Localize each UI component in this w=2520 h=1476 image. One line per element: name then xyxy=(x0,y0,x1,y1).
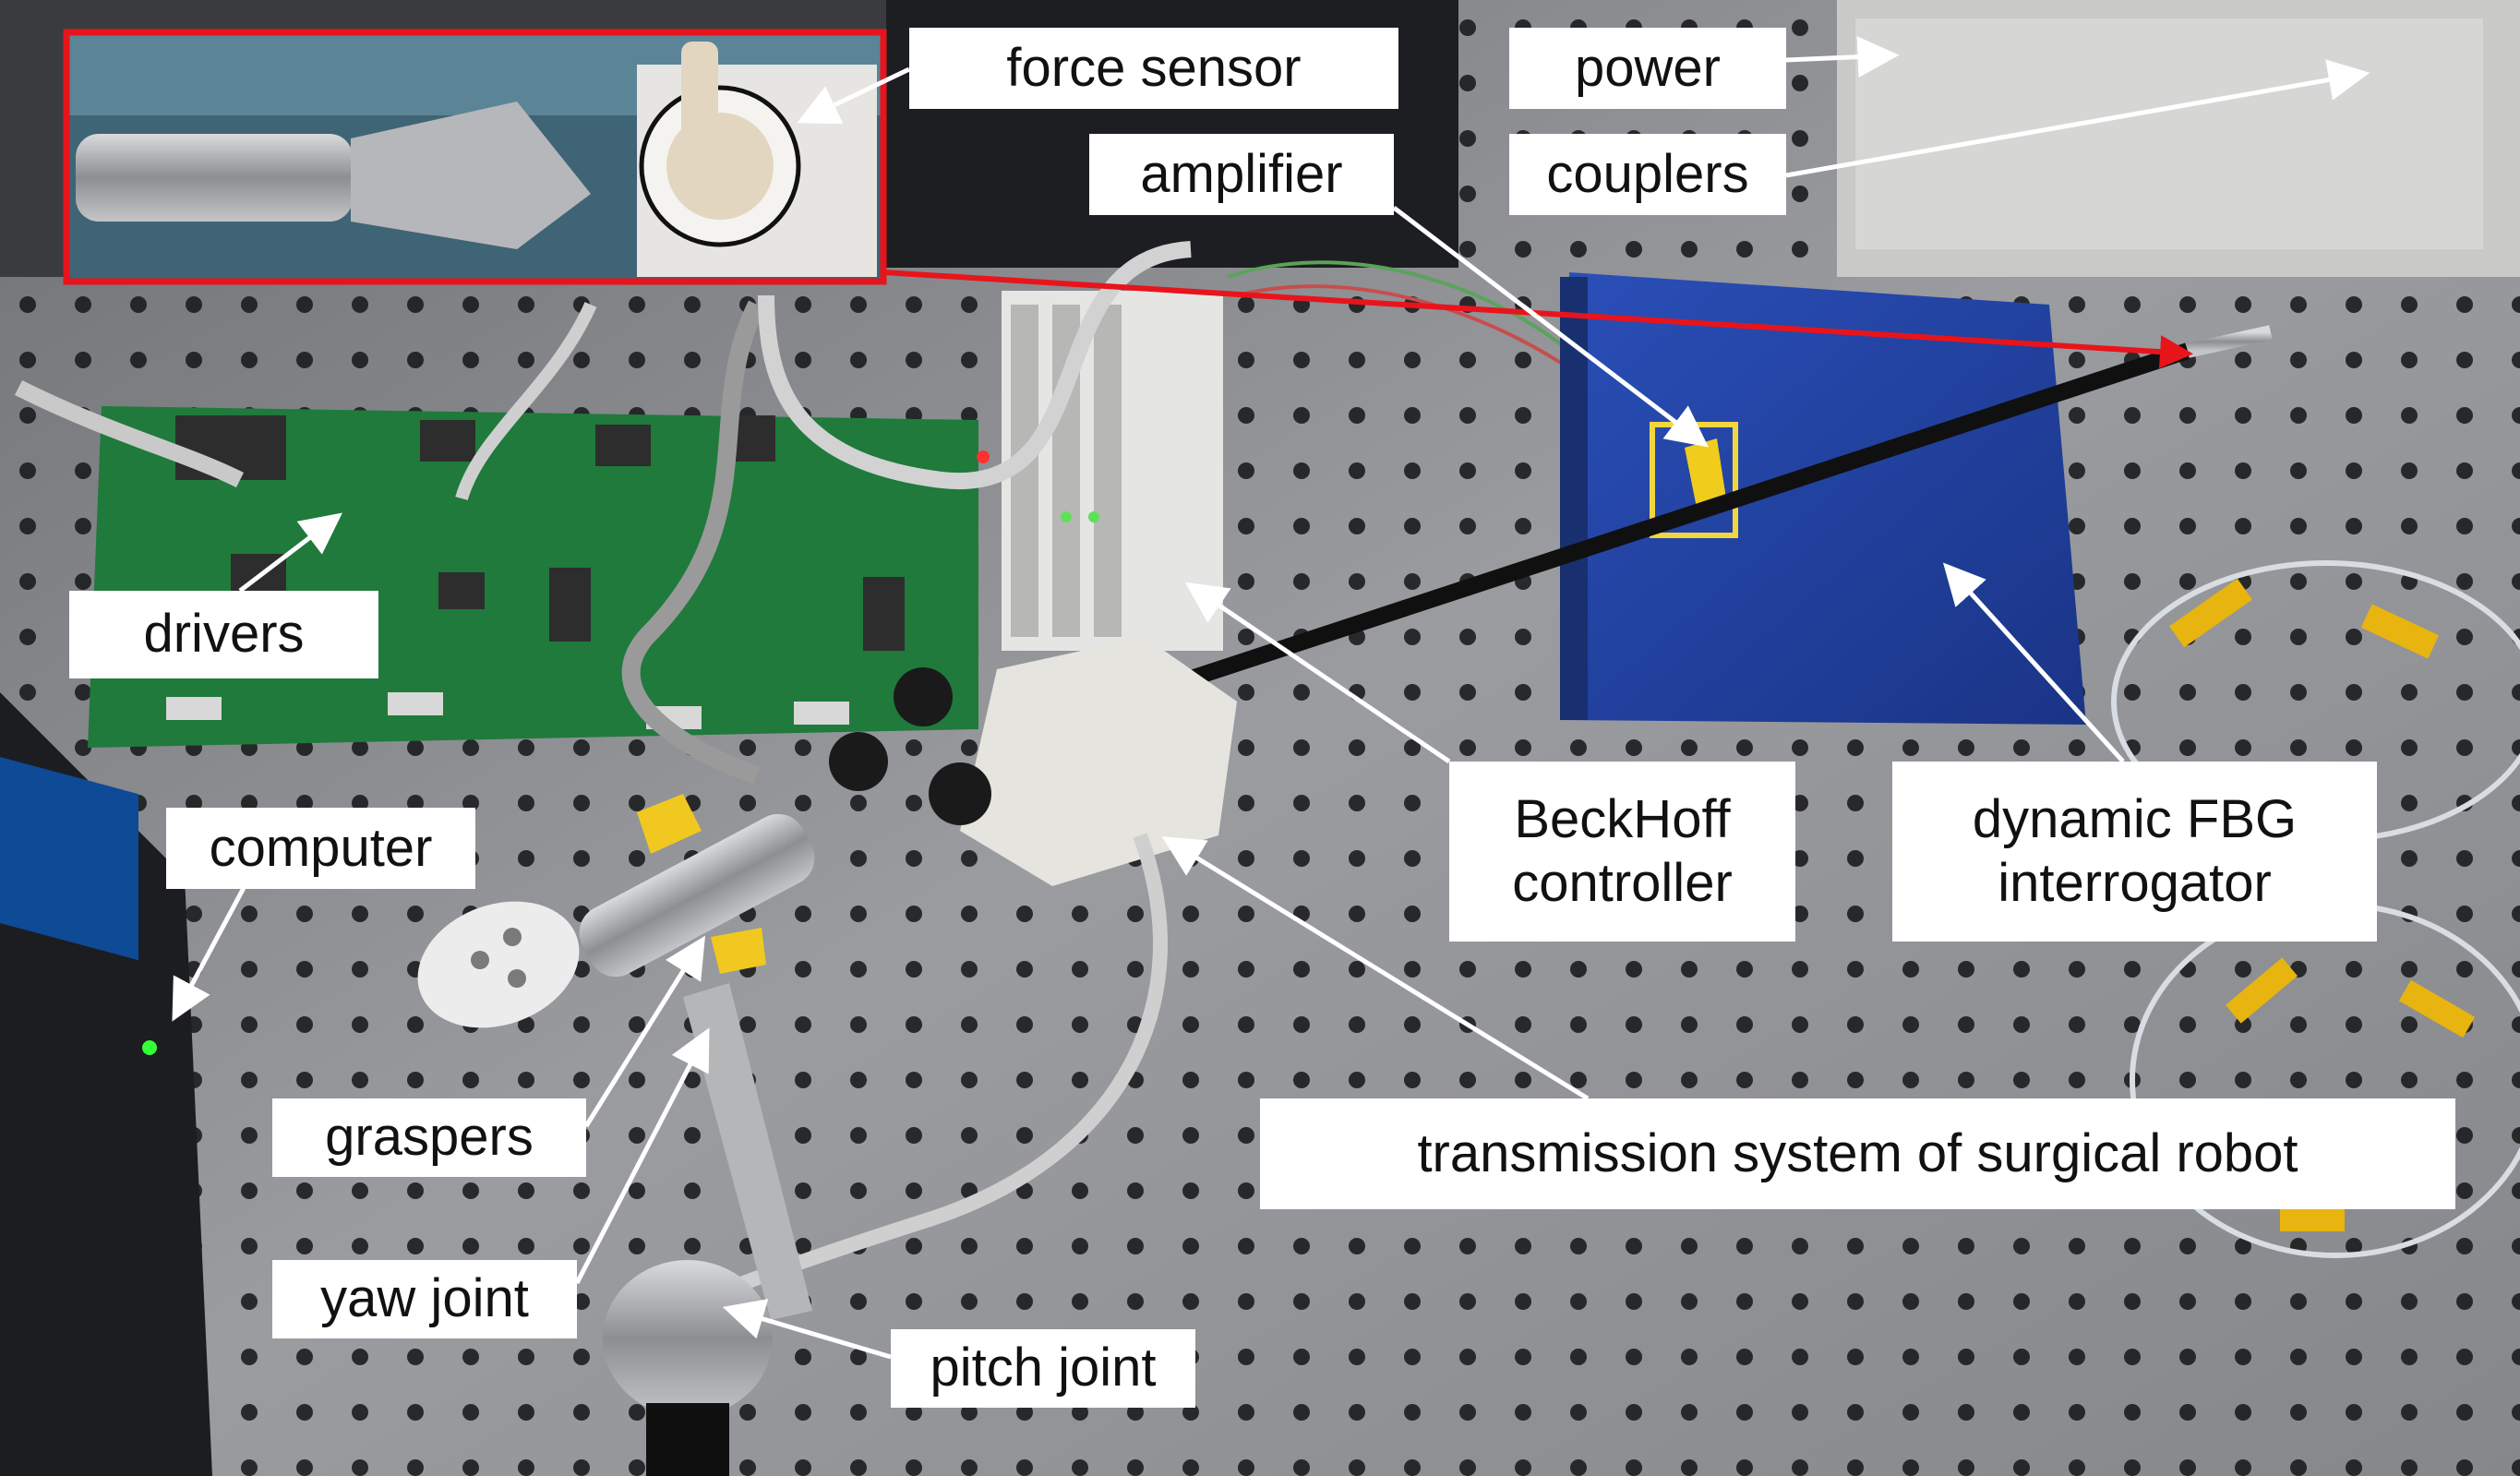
arrow-yaw-joint xyxy=(574,1027,710,1285)
arrow-beckhoff xyxy=(1184,582,1451,764)
label-yaw-joint: yaw joint xyxy=(272,1260,577,1338)
robot-housing xyxy=(960,637,1237,886)
label-couplers: couplers xyxy=(1509,134,1786,215)
arrow-couplers xyxy=(1785,59,2370,178)
inset-frame xyxy=(63,29,887,285)
label-amplifier: amplifier xyxy=(1089,134,1394,215)
label-transmission-system: transmission system of surgical robot xyxy=(1260,1098,2455,1209)
arrow-power xyxy=(1785,36,1900,78)
arrow-computer xyxy=(172,884,247,1022)
label-beckhoff-line2: controller xyxy=(1512,852,1733,913)
label-drivers: drivers xyxy=(69,591,378,678)
instrument-arm xyxy=(579,813,815,978)
label-fbg-line1: dynamic FBG xyxy=(1972,789,2298,850)
label-power: power xyxy=(1509,28,1786,109)
arrow-pitch-joint xyxy=(722,1299,892,1360)
arrow-force-sensor xyxy=(797,66,911,125)
label-graspers: graspers xyxy=(272,1098,586,1177)
fbg-interrogator xyxy=(1560,272,2086,725)
label-computer: computer xyxy=(166,808,475,889)
label-force-sensor: force sensor xyxy=(909,28,1398,109)
pitch-joint-cylinder xyxy=(603,1260,773,1417)
label-fbg-interrogator: dynamic FBG interrogator xyxy=(1892,762,2377,942)
label-fbg-line2: interrogator xyxy=(1998,852,2272,913)
instrument-shaft xyxy=(1160,342,2190,696)
force-sensor-inset xyxy=(66,32,883,282)
label-beckhoff-line1: BeckHoff xyxy=(1514,789,1731,850)
arrow-transmission xyxy=(1161,836,1590,1101)
arrow-amplifier xyxy=(1392,206,1709,448)
wrist-disk xyxy=(417,901,580,1028)
arrow-graspers xyxy=(583,935,705,1128)
arrow-fbg xyxy=(1942,562,2125,763)
arrow-drivers xyxy=(238,512,342,593)
label-pitch-joint: pitch joint xyxy=(891,1329,1195,1408)
label-beckhoff-controller: BeckHoff controller xyxy=(1449,762,1795,942)
